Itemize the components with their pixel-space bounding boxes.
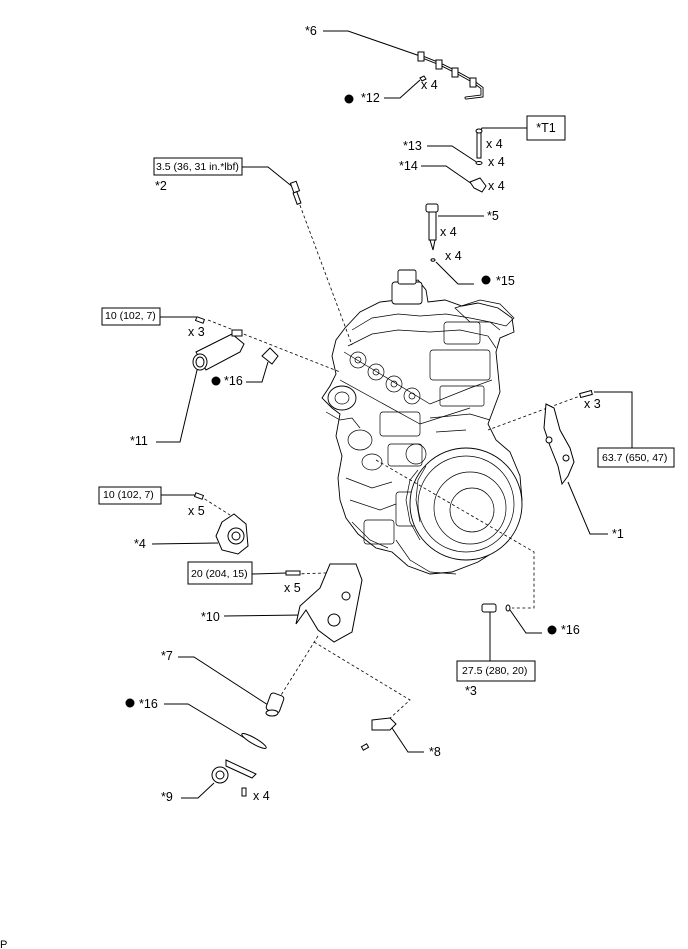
torque-box-c2: [153, 157, 243, 176]
label-c5-qty: x 4: [440, 225, 457, 239]
label-c13-qty-a: x 4: [486, 137, 503, 151]
bolt-part: [475, 128, 483, 165]
water-inlet-part: [211, 759, 257, 797]
engine-block: [321, 269, 523, 575]
callout-labels: *6 x 4 *12 *T1 x 4 *13 x 4 *14 x 4 *5 x …: [0, 24, 675, 949]
leader-lines: [151, 30, 633, 799]
o-ring-part: [261, 347, 279, 365]
label-c2: *2: [155, 179, 167, 193]
bullet-icon: [125, 698, 135, 708]
clamp-part: [469, 177, 487, 193]
injector-part: [425, 203, 439, 262]
label-c13-qty-b: x 4: [488, 155, 505, 169]
label-c14: *14: [399, 159, 418, 173]
label-c16-c: *16: [139, 697, 158, 711]
label-c3: *3: [465, 684, 477, 698]
label-c11: *11: [130, 434, 148, 448]
label-c6: *6: [305, 24, 317, 38]
label-c15-qty: x 4: [445, 249, 462, 263]
label-c4: *4: [134, 537, 146, 551]
label-c7: *7: [161, 649, 173, 663]
label-c4-qty: x 5: [188, 504, 205, 518]
label-c12-qty: x 4: [421, 78, 438, 92]
water-inlet-bracket-part: [285, 563, 363, 643]
temperature-sensor-part: [481, 603, 511, 613]
label-c16-a: *16: [224, 374, 243, 388]
bracket-part: [543, 389, 593, 486]
bullet-icon: [344, 94, 354, 104]
torque-box-c11: [101, 307, 161, 326]
gasket-ring-part: [241, 733, 267, 749]
sensor-part: [289, 180, 302, 205]
corner-mark: P: [0, 939, 7, 949]
torque-box-c1: [597, 447, 675, 468]
label-c13: *13: [403, 139, 422, 153]
label-c10-qty: x 5: [284, 581, 301, 595]
label-c1-torque: 63.7 (650, 47): [602, 452, 667, 464]
label-c14-qty: x 4: [488, 179, 505, 193]
thermostat-part: [265, 692, 285, 717]
water-pump-part: [193, 492, 249, 555]
label-c1: *1: [612, 527, 624, 541]
label-c5: *5: [487, 209, 499, 223]
label-c1-qty: x 3: [584, 397, 601, 411]
hose-fitting-part: [360, 717, 397, 751]
label-c9-qty: x 4: [253, 789, 270, 803]
label-c3-torque: 27.5 (280, 20): [462, 665, 527, 677]
water-outlet-part: [192, 316, 245, 371]
label-t1: *T1: [536, 121, 556, 135]
bullet-icon: [481, 275, 491, 285]
torque-box-c4: [98, 486, 162, 505]
label-c4-torque: 10 (102, 7): [103, 489, 154, 501]
t1-box: [526, 115, 566, 141]
label-c11-torque: 10 (102, 7): [105, 310, 156, 322]
label-c11-qty: x 3: [188, 325, 205, 339]
label-c10: *10: [201, 610, 220, 624]
gasket-part: [419, 75, 427, 82]
label-c10-torque: 20 (204, 15): [191, 568, 248, 580]
label-c8: *8: [429, 745, 441, 759]
label-c2-torque: 3.5 (36, 31 in.*lbf): [156, 161, 239, 173]
label-c16-b: *16: [561, 623, 580, 637]
bullet-icon: [547, 625, 557, 635]
fuel-pipe-part: [417, 51, 484, 100]
label-c9: *9: [161, 790, 173, 804]
torque-box-c3: [456, 660, 536, 682]
label-c15: *15: [496, 274, 515, 288]
bullet-icon: [211, 376, 221, 386]
torque-box-c10: [187, 561, 253, 585]
label-c12: *12: [361, 91, 380, 105]
